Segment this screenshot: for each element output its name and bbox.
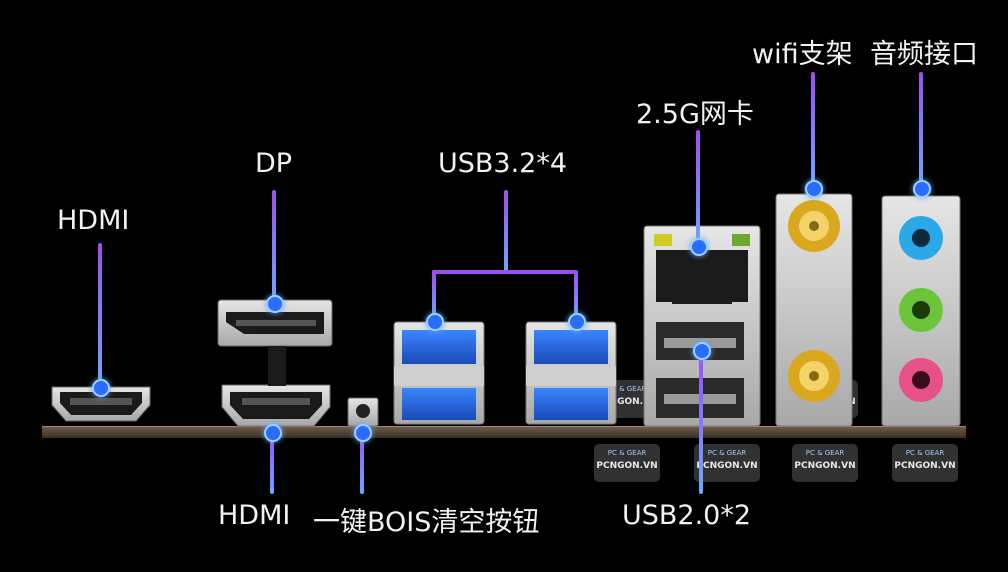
callout-bios-button xyxy=(360,430,364,494)
marker-dot xyxy=(264,424,282,442)
marker-dot xyxy=(426,313,444,331)
wifi-antenna-bracket xyxy=(775,193,853,427)
callout-usb20 xyxy=(699,350,703,494)
label-usb32: USB3.2*4 xyxy=(438,148,568,179)
callout-dp xyxy=(272,190,276,300)
marker-dot xyxy=(354,424,372,442)
callout-usb32-trunk xyxy=(504,190,508,272)
marker-dot xyxy=(92,379,110,397)
marker-dot xyxy=(568,313,586,331)
audio-jack-stack xyxy=(881,195,961,427)
hdmi-port-left xyxy=(51,386,151,422)
marker-dot xyxy=(693,342,711,360)
marker-dot xyxy=(266,295,284,313)
usb3-stack-left xyxy=(393,321,485,425)
hdmi-port-middle xyxy=(221,346,331,427)
callout-usb32-right xyxy=(574,270,578,320)
callout-usb32-left xyxy=(432,270,436,320)
callout-usb32-branch xyxy=(432,270,576,274)
label-hdmi-bottom: HDMI xyxy=(218,500,291,531)
marker-dot xyxy=(690,238,708,256)
label-2-5g-lan: 2.5G网卡 xyxy=(636,99,754,130)
usb3-stack-right xyxy=(525,321,617,425)
label-audio-jacks: 音频接口 xyxy=(870,39,978,70)
bios-clear-button xyxy=(347,397,379,427)
label-usb20: USB2.0*2 xyxy=(622,500,752,531)
label-hdmi-left: HDMI xyxy=(57,205,130,236)
marker-dot xyxy=(805,180,823,198)
label-wifi-bracket: wifi支架 xyxy=(752,39,853,70)
callout-lan xyxy=(696,130,700,245)
marker-dot xyxy=(913,180,931,198)
label-dp: DP xyxy=(255,148,293,179)
callout-audio xyxy=(919,72,923,187)
label-bios-clear-button: 一键BOIS清空按钮 xyxy=(313,507,540,538)
callout-hdmi-left xyxy=(98,243,102,386)
callout-wifi xyxy=(811,72,815,187)
displayport-port xyxy=(217,299,333,347)
callout-hdmi-bottom xyxy=(270,430,274,494)
